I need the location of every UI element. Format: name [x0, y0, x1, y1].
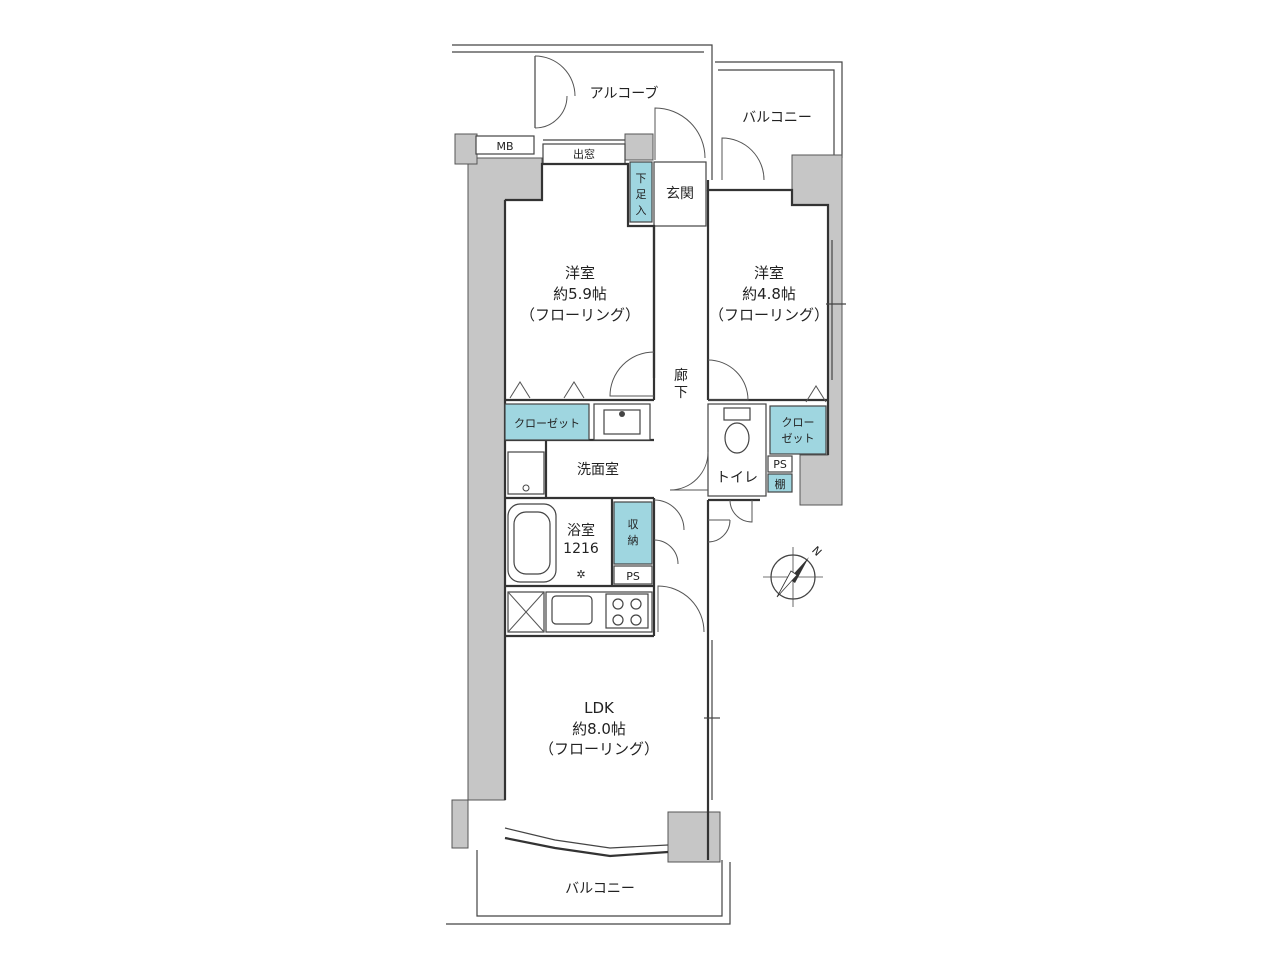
- balcony-bottom-label: バルコニー: [565, 881, 635, 897]
- western1-floor: （フローリング）: [520, 306, 640, 324]
- toilet-fixture: [723, 407, 751, 454]
- entrance: 玄関: [653, 161, 707, 227]
- toilet-outer-door: [729, 499, 753, 523]
- storage-label-2: 納: [628, 534, 639, 547]
- toilet-door: [669, 451, 709, 491]
- corridor-label-2: 下: [674, 385, 688, 401]
- mb-box: MB: [475, 135, 535, 155]
- bath-name: 浴室: [567, 522, 595, 539]
- kitchen-counter: [507, 591, 653, 633]
- shelf-label: 棚: [775, 477, 786, 491]
- ldk-door: [657, 585, 705, 633]
- closet-2: クロー ゼット: [769, 405, 827, 455]
- entrance-door: [654, 107, 706, 160]
- closet-1: クローゼット: [504, 403, 590, 441]
- storage: 収 納: [613, 501, 653, 565]
- western1-name: 洋室: [565, 264, 595, 282]
- left-column: [451, 157, 543, 849]
- entrance-label: 玄関: [666, 185, 694, 202]
- compass-north-label: N: [809, 544, 824, 559]
- washroom-label: 洗面室: [577, 461, 619, 478]
- western1-door: [609, 351, 655, 397]
- western2-size: 約4.8帖: [742, 285, 796, 303]
- balcony-top-label: バルコニー: [742, 110, 812, 126]
- ps-door: [707, 519, 731, 543]
- toilet-ps-shelf: PS 棚: [767, 455, 793, 493]
- ps-small-label: PS: [773, 458, 787, 471]
- storage-label-1: 収: [628, 518, 639, 531]
- western2-name: 洋室: [754, 264, 784, 282]
- shower-icon: ✲: [576, 568, 585, 581]
- ps-label: PS: [626, 570, 640, 583]
- corridor-label-1: 廊: [674, 367, 688, 384]
- bay-window: 出窓: [542, 139, 626, 165]
- shoe-box-label-1: 下: [636, 172, 647, 185]
- ps-box: PS: [613, 565, 653, 585]
- bath-size: 1216: [563, 541, 599, 557]
- alcove-door: [534, 55, 576, 129]
- closet2-label-1: クロー: [782, 416, 815, 429]
- washing-machine: [507, 451, 545, 495]
- mb-label: MB: [496, 140, 513, 153]
- bathtub: [507, 503, 557, 583]
- western1-size: 約5.9帖: [553, 285, 607, 303]
- vanity: [593, 403, 651, 441]
- shoe-box: 下 足 入: [629, 161, 653, 223]
- compass-icon: N: [763, 544, 824, 607]
- ldk-floor: （フローリング）: [539, 740, 659, 758]
- alcove-label: アルコーブ: [590, 85, 659, 102]
- shoe-box-label-2: 足: [636, 188, 647, 201]
- ldk-size: 約8.0帖: [572, 720, 626, 738]
- ldk-right-column: [667, 811, 721, 863]
- bottom-balcony: バルコニー: [446, 850, 731, 925]
- shoe-box-label-3: 入: [636, 204, 647, 217]
- western2-door: [707, 359, 749, 401]
- ldk-name: LDK: [584, 699, 615, 717]
- storage-door: [653, 539, 679, 565]
- western2-floor: （フローリング）: [709, 306, 829, 324]
- closet1-label: クローゼット: [514, 417, 580, 430]
- closet1-doors: [509, 381, 585, 399]
- closet2-label-2: ゼット: [782, 432, 815, 445]
- right-windows: [704, 240, 846, 800]
- entrance-column: [624, 133, 654, 161]
- toilet-label: トイレ: [716, 470, 758, 486]
- closet2-door: [805, 385, 827, 403]
- bay-window-label: 出窓: [573, 147, 595, 161]
- mb-column: [454, 133, 478, 165]
- top-railings: [452, 44, 843, 180]
- balcony-door-top: [721, 137, 765, 181]
- washroom-door: [653, 499, 685, 531]
